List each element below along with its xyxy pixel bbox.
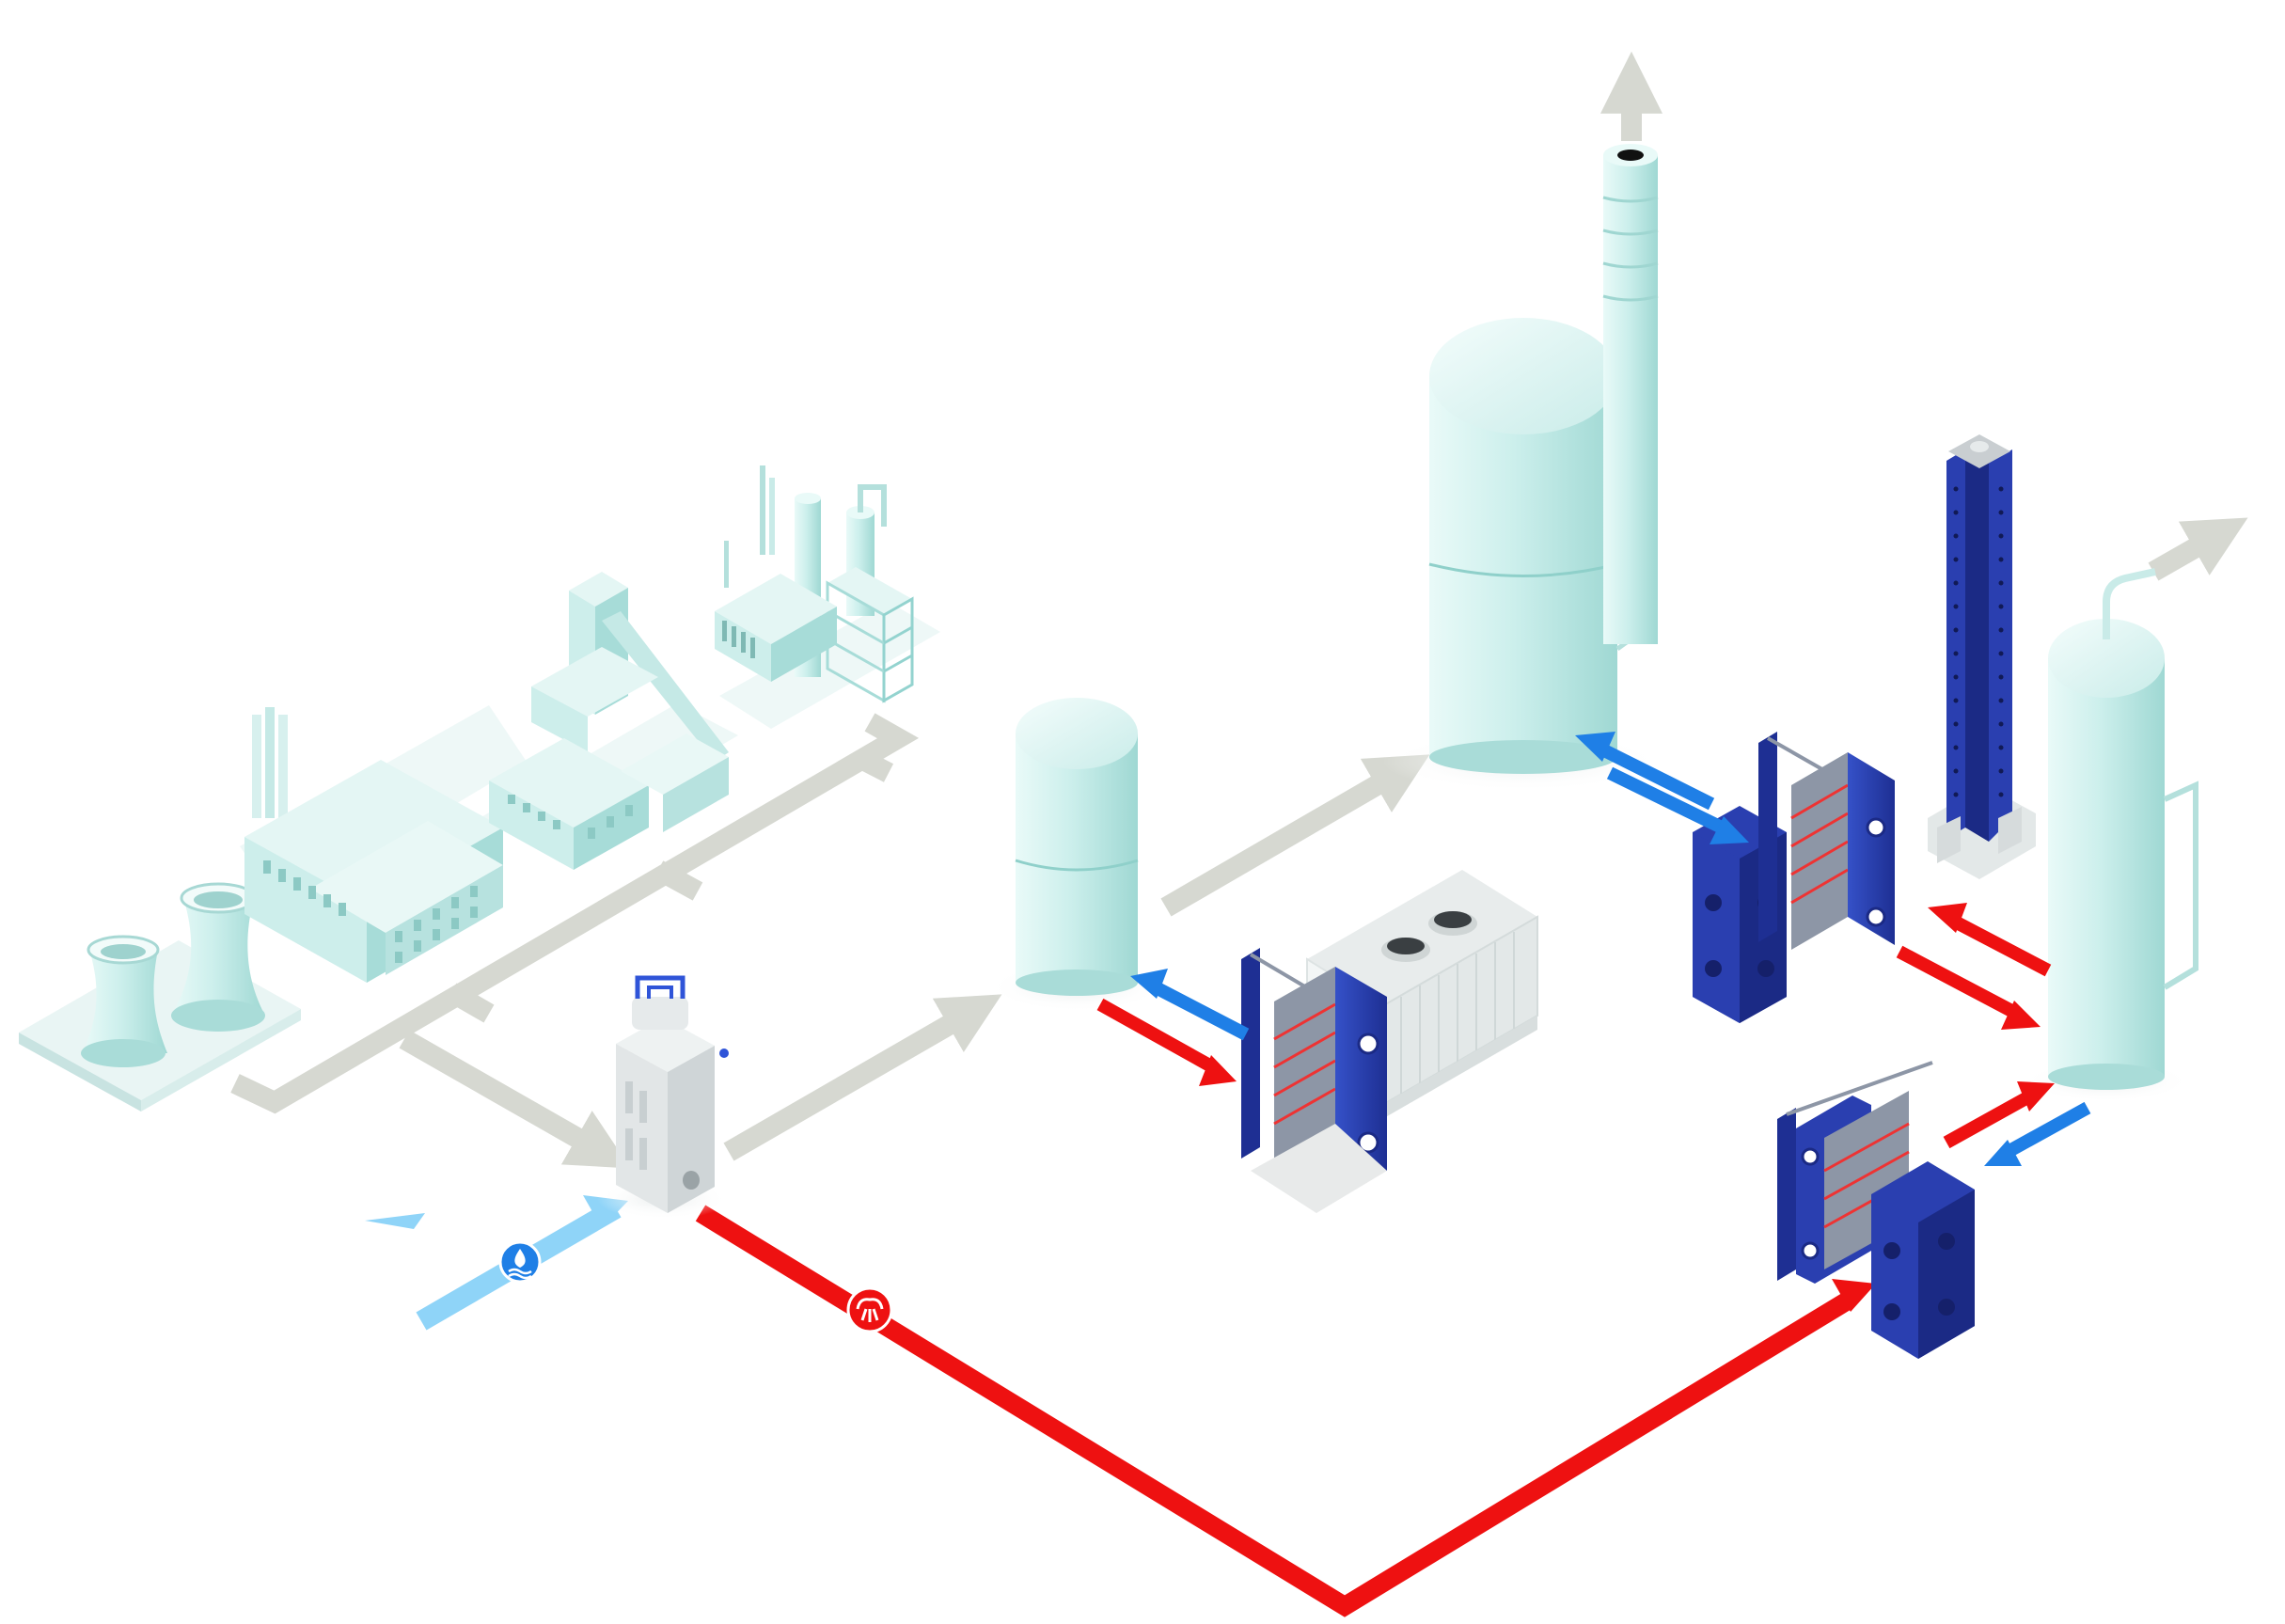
blue-arrow-to-exchanger-2	[1606, 766, 1749, 844]
grey-branch-refinery	[852, 748, 894, 782]
cooling-towers	[81, 882, 265, 1067]
reactor-column-icon	[2022, 568, 2198, 1102]
water-inlet-arrow	[365, 1195, 628, 1331]
water-drop-icon	[498, 1240, 542, 1284]
grey-pipe-to-evaporator	[399, 1030, 631, 1169]
red-arrow-to-reactor-bottom	[1943, 1081, 2055, 1149]
plate-heat-exchanger-icon	[1241, 948, 1387, 1213]
blue-arrow-to-tank	[1130, 969, 1250, 1041]
grey-pipe-tank-to-large-tank	[1160, 754, 1430, 917]
mine-headframe-icon	[489, 572, 729, 870]
blue-arrow-to-exchanger-3	[1984, 1101, 2091, 1166]
red-arrow-to-exchanger	[1096, 998, 1237, 1086]
red-main-loop	[695, 1205, 1876, 1617]
storage-tank-icon	[987, 698, 1166, 1012]
red-loop-arrowhead	[1832, 1279, 1876, 1312]
red-loop-pipe	[695, 1205, 1853, 1617]
cooling-tower-icon	[81, 935, 167, 1067]
column-exchanger-icon	[1928, 434, 2036, 879]
red-arrow-to-reactor	[1896, 945, 2041, 1030]
chimney-stack-icon	[1602, 144, 1659, 644]
grey-branch-factory	[446, 983, 495, 1023]
blue-arrow-to-large-tank	[1575, 732, 1715, 811]
plate-heat-exchanger-icon	[1693, 732, 1895, 1023]
refinery-icon	[715, 465, 914, 703]
exchange-arrows	[1096, 732, 2091, 1166]
steam-icon	[846, 1286, 893, 1333]
grey-branch-mine	[653, 860, 703, 901]
grey-collector-pipe	[230, 713, 920, 1114]
red-arrow-to-exchanger-2	[1928, 903, 2052, 977]
grey-exhaust-column	[2148, 517, 2248, 581]
evaporator-icon	[597, 975, 729, 1220]
factory-icon	[244, 707, 503, 983]
grey-pipe-evaporator-to-tank	[723, 994, 1002, 1161]
grey-process-pipes	[230, 51, 2248, 1169]
plate-heat-exchanger-icon	[1777, 1061, 1975, 1359]
